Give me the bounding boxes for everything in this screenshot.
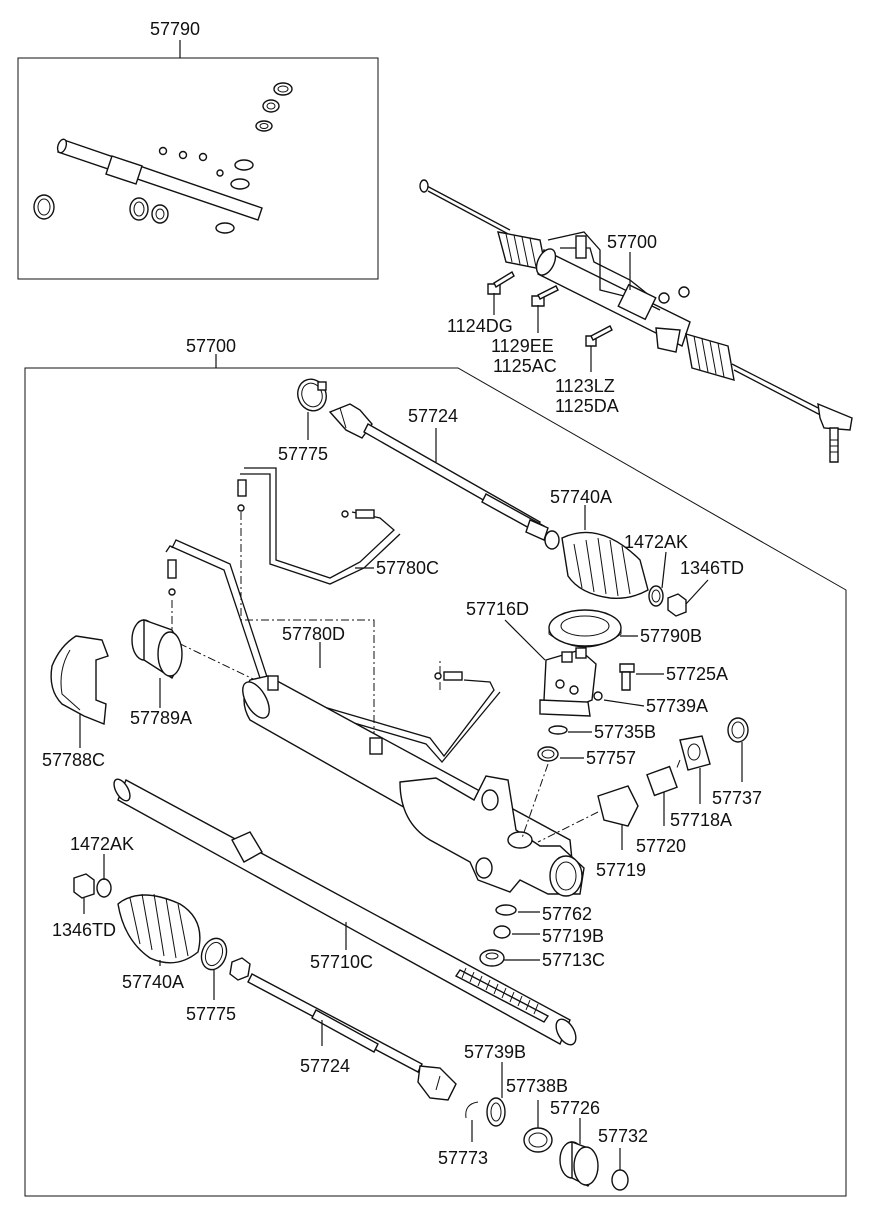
- label-57710C[interactable]: 57710C: [310, 952, 373, 972]
- label-57720[interactable]: 57720: [636, 836, 686, 856]
- spring-icon: [646, 765, 678, 797]
- oil-seal-icon: [548, 609, 622, 648]
- label-57790[interactable]: 57790: [150, 19, 200, 39]
- boot-icon: [544, 530, 649, 600]
- label-1472AK-right[interactable]: 1472AK: [624, 532, 688, 552]
- label-57788C[interactable]: 57788C: [42, 750, 105, 770]
- label-57739B[interactable]: 57739B: [464, 1042, 526, 1062]
- label-57725A[interactable]: 57725A: [666, 664, 728, 684]
- label-1129EE[interactable]: 1129EE: [491, 336, 554, 356]
- label-1123LZ[interactable]: 1123LZ: [555, 376, 615, 396]
- kit-rack-bar-icon: [56, 138, 263, 221]
- bolt-icon: [487, 271, 613, 347]
- bearing-icon: [559, 1140, 599, 1187]
- label-57726[interactable]: 57726: [550, 1098, 600, 1118]
- clamp-icon: [297, 378, 327, 412]
- seal-kit-group: 57790: [17, 19, 379, 280]
- label-57719B[interactable]: 57719B: [542, 926, 604, 946]
- tie-rod-icon: [328, 403, 549, 541]
- label-57718A[interactable]: 57718A: [670, 810, 732, 830]
- exploded-view-frame: [24, 367, 847, 1197]
- label-57724-bottom[interactable]: 57724: [300, 1056, 350, 1076]
- label-57773[interactable]: 57773: [438, 1148, 488, 1168]
- label-1346TD-left[interactable]: 1346TD: [52, 920, 116, 940]
- label-57780D[interactable]: 57780D: [282, 624, 345, 644]
- exploded-view-group: 57700 57775 57724 57740A: [24, 336, 847, 1197]
- label-57790B[interactable]: 57790B: [640, 626, 702, 646]
- label-1124DG[interactable]: 1124DG: [447, 316, 513, 336]
- label-57775-top[interactable]: 57775: [278, 444, 328, 464]
- label-57775-left[interactable]: 57775: [186, 1004, 236, 1024]
- label-1472AK-left[interactable]: 1472AK: [70, 834, 134, 854]
- label-57789A[interactable]: 57789A: [130, 708, 192, 728]
- label-57716D[interactable]: 57716D: [466, 599, 529, 619]
- rack-bar-icon: [113, 778, 577, 1046]
- label-57700-top[interactable]: 57700: [607, 232, 657, 252]
- label-1125AC[interactable]: 1125AC: [493, 356, 557, 376]
- kit-rings-icon: [33, 82, 293, 234]
- label-57713C[interactable]: 57713C: [542, 950, 605, 970]
- seal-kit-frame: [17, 57, 379, 280]
- label-57724-top[interactable]: 57724: [408, 406, 458, 426]
- label-57737[interactable]: 57737: [712, 788, 762, 808]
- label-57735B[interactable]: 57735B: [594, 722, 656, 742]
- bracket-icon: [50, 635, 109, 725]
- label-57732[interactable]: 57732: [598, 1126, 648, 1146]
- gear-housing-icon: [242, 675, 585, 897]
- label-57762[interactable]: 57762: [542, 904, 592, 924]
- boot-icon: [117, 893, 201, 964]
- label-1346TD-right[interactable]: 1346TD: [680, 558, 744, 578]
- bushing-icon: [131, 619, 183, 679]
- label-1125DA[interactable]: 1125DA: [555, 396, 619, 416]
- tie-rod-icon: [247, 973, 457, 1101]
- yoke-cover-icon: [679, 735, 711, 771]
- label-57757[interactable]: 57757: [586, 748, 636, 768]
- label-57738B[interactable]: 57738B: [506, 1076, 568, 1096]
- label-57700-main[interactable]: 57700: [186, 336, 236, 356]
- label-57740A-right[interactable]: 57740A: [550, 487, 612, 507]
- control-valve-icon: [539, 647, 597, 717]
- label-57740A-left[interactable]: 57740A: [122, 972, 184, 992]
- assembled-gear-view: 57700 1124DG 1129EE 1125AC 1123LZ 1125DA: [419, 179, 853, 463]
- label-57719[interactable]: 57719: [596, 860, 646, 880]
- label-57739A[interactable]: 57739A: [646, 696, 708, 716]
- label-57780C[interactable]: 57780C: [376, 558, 439, 578]
